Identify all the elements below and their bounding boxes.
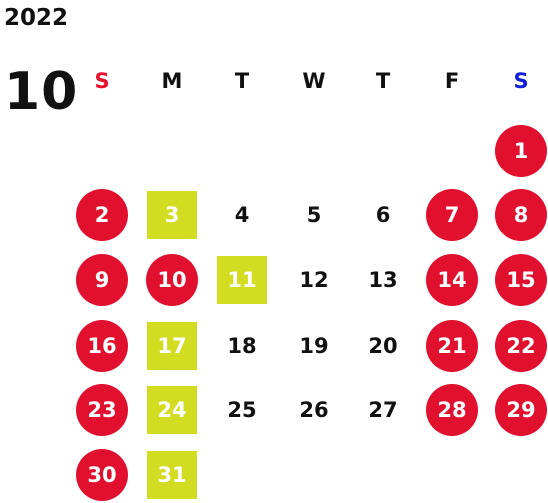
day-cell[interactable]: 11	[217, 256, 267, 304]
day-cell[interactable]: 2	[76, 189, 128, 241]
weekday-header: T	[234, 69, 250, 93]
day-cell[interactable]: 17	[147, 322, 197, 370]
day-cell[interactable]: 31	[147, 451, 197, 499]
day-cell[interactable]: 14	[426, 254, 478, 306]
day-cell[interactable]: 15	[495, 254, 547, 306]
day-cell[interactable]: 16	[76, 320, 128, 372]
day-cell[interactable]: 13	[368, 268, 398, 292]
weekday-header: S	[513, 69, 529, 93]
day-cell[interactable]: 30	[76, 449, 128, 501]
day-cell[interactable]: 24	[147, 386, 197, 434]
weekday-header: F	[444, 69, 460, 93]
day-cell[interactable]: 8	[495, 189, 547, 241]
day-cell[interactable]: 7	[426, 189, 478, 241]
year-label: 2022	[4, 5, 69, 31]
day-cell[interactable]: 21	[426, 320, 478, 372]
month-label: 10	[4, 62, 79, 122]
day-cell[interactable]: 28	[426, 384, 478, 436]
day-cell[interactable]: 1	[495, 125, 547, 177]
day-cell[interactable]: 18	[227, 334, 257, 358]
day-cell[interactable]: 23	[76, 384, 128, 436]
day-cell[interactable]: 20	[368, 334, 398, 358]
weekday-header: T	[375, 69, 391, 93]
weekday-header: W	[302, 69, 326, 93]
day-cell[interactable]: 6	[375, 203, 391, 227]
weekday-header: M	[161, 69, 183, 93]
day-cell[interactable]: 27	[368, 398, 398, 422]
day-cell[interactable]: 25	[227, 398, 257, 422]
weekday-header: S	[94, 69, 110, 93]
day-cell[interactable]: 9	[76, 254, 128, 306]
day-cell[interactable]: 29	[495, 384, 547, 436]
day-cell[interactable]: 26	[299, 398, 329, 422]
day-cell[interactable]: 5	[306, 203, 322, 227]
day-cell[interactable]: 12	[299, 268, 329, 292]
day-cell[interactable]: 3	[147, 191, 197, 239]
day-cell[interactable]: 22	[495, 320, 547, 372]
day-cell[interactable]: 10	[146, 254, 198, 306]
day-cell[interactable]: 4	[234, 203, 250, 227]
day-cell[interactable]: 19	[299, 334, 329, 358]
